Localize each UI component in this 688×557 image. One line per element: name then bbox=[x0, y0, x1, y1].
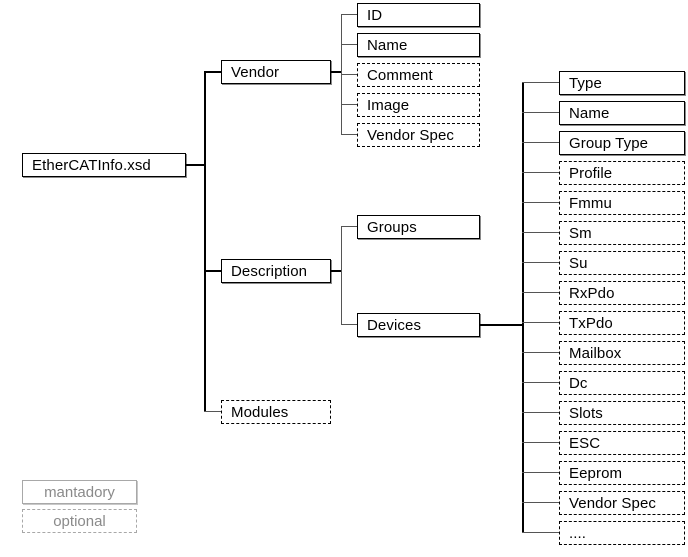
node-vendor-child-name[interactable]: Name bbox=[357, 33, 480, 57]
legend-mandatory: mantadory bbox=[22, 480, 137, 504]
connector-root-to-node-vendor bbox=[204, 71, 221, 73]
node-devices-child-dc[interactable]: Dc bbox=[559, 371, 685, 395]
connector-vendor-branch bbox=[341, 14, 357, 15]
node-devices-child-sm[interactable]: Sm bbox=[559, 221, 685, 245]
connector-devices-trunk bbox=[522, 82, 524, 532]
connector-vendor-branch bbox=[341, 74, 357, 75]
connector-vendor-branch bbox=[341, 44, 357, 45]
connector-description-trunk bbox=[341, 226, 342, 324]
connector-devices-branch bbox=[522, 502, 559, 503]
node-devices-child-su[interactable]: Su bbox=[559, 251, 685, 275]
connector-devices-branch bbox=[522, 82, 559, 83]
connector-devices-branch bbox=[522, 412, 559, 413]
connector-description-stem bbox=[331, 270, 342, 272]
connector-devices-branch bbox=[522, 262, 559, 263]
legend-optional: optional bbox=[22, 509, 137, 533]
node-vendor-child-image[interactable]: Image bbox=[357, 93, 480, 117]
node-vendor-child-id[interactable]: ID bbox=[357, 3, 480, 27]
connector-devices-branch bbox=[522, 532, 559, 533]
connector-description-branch bbox=[341, 226, 357, 227]
node-root-ethercatinfo[interactable]: EtherCATInfo.xsd bbox=[22, 153, 186, 177]
node-devices-child-txpdo[interactable]: TxPdo bbox=[559, 311, 685, 335]
node-devices-child-esc[interactable]: ESC bbox=[559, 431, 685, 455]
connector-devices-branch bbox=[522, 442, 559, 443]
connector-root-trunk bbox=[204, 71, 206, 411]
connector-vendor-branch bbox=[341, 104, 357, 105]
connector-devices-branch bbox=[522, 472, 559, 473]
connector-vendor-stem bbox=[331, 71, 342, 73]
connector-root-to-node-description bbox=[204, 270, 221, 272]
connector-devices-branch bbox=[522, 382, 559, 383]
node-devices-child-rxpdo[interactable]: RxPdo bbox=[559, 281, 685, 305]
connector-root-stem bbox=[186, 164, 206, 166]
node-vendor-child-comment[interactable]: Comment bbox=[357, 63, 480, 87]
node-vendor[interactable]: Vendor bbox=[221, 60, 331, 84]
connector-devices-branch bbox=[522, 112, 559, 113]
node-devices-child-fmmu[interactable]: Fmmu bbox=[559, 191, 685, 215]
connector-root-to-node-modules bbox=[204, 411, 221, 412]
node-devices-child-group-type[interactable]: Group Type bbox=[559, 131, 685, 155]
node-description-child-devices[interactable]: Devices bbox=[357, 313, 480, 337]
connector-vendor-branch bbox=[341, 134, 357, 135]
connector-devices-branch bbox=[522, 322, 559, 323]
node-devices-child-type[interactable]: Type bbox=[559, 71, 685, 95]
node-devices-child-slots[interactable]: Slots bbox=[559, 401, 685, 425]
node-description-child-groups[interactable]: Groups bbox=[357, 215, 480, 239]
connector-devices-branch bbox=[522, 352, 559, 353]
connector-devices-branch bbox=[522, 142, 559, 143]
connector-devices-branch bbox=[522, 232, 559, 233]
node-devices-child-mailbox[interactable]: Mailbox bbox=[559, 341, 685, 365]
node-devices-child-profile[interactable]: Profile bbox=[559, 161, 685, 185]
connector-devices-stem bbox=[480, 324, 524, 326]
node-devices-child-vendor-spec[interactable]: Vendor Spec bbox=[559, 491, 685, 515]
node-devices-child-eeprom[interactable]: Eeprom bbox=[559, 461, 685, 485]
node-devices-child-more[interactable]: .... bbox=[559, 521, 685, 545]
node-description[interactable]: Description bbox=[221, 259, 331, 283]
node-vendor-child-vendor-spec[interactable]: Vendor Spec bbox=[357, 123, 480, 147]
connector-devices-branch bbox=[522, 202, 559, 203]
connector-devices-branch bbox=[522, 292, 559, 293]
connector-description-branch bbox=[341, 324, 357, 325]
node-modules[interactable]: Modules bbox=[221, 400, 331, 424]
node-devices-child-name[interactable]: Name bbox=[559, 101, 685, 125]
connector-devices-branch bbox=[522, 172, 559, 173]
